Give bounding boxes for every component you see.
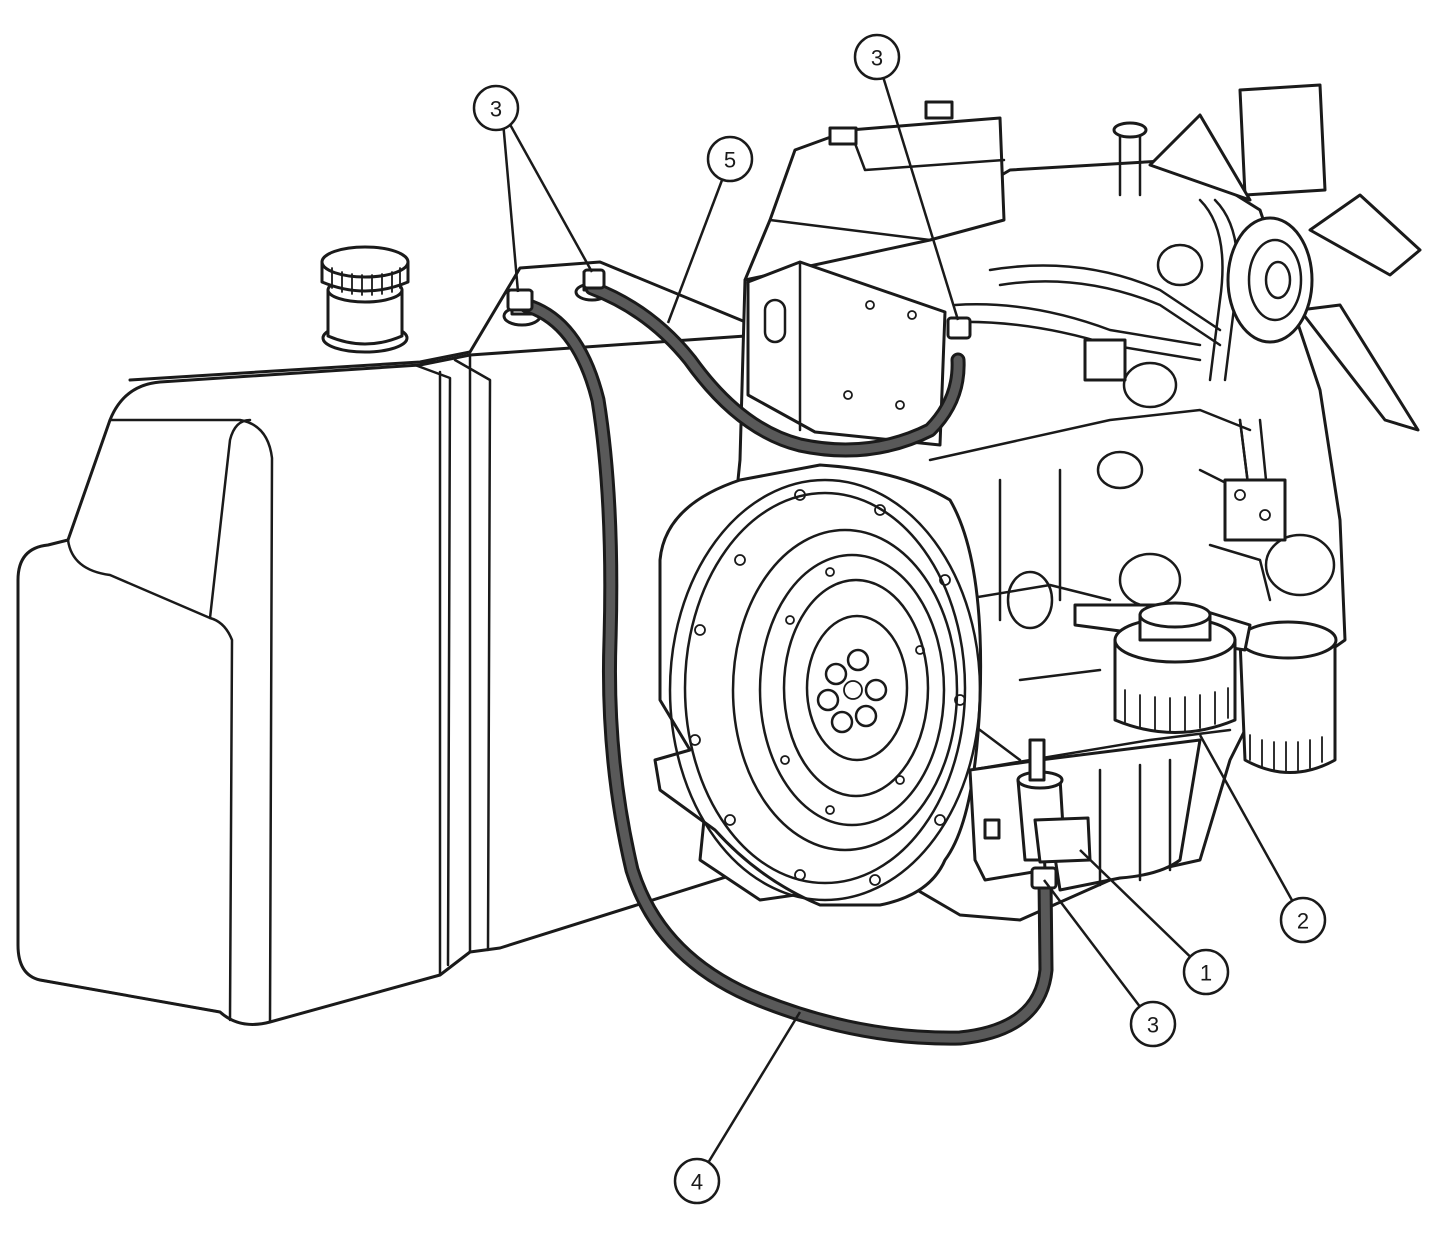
leader-lines xyxy=(500,56,1305,1182)
callout-3-engine: 3 xyxy=(853,33,901,81)
callout-3-pump: 3 xyxy=(1129,1000,1177,1048)
callout-2-label: 2 xyxy=(1297,909,1309,934)
flywheel-housing xyxy=(653,463,983,907)
governor-linkage xyxy=(1208,418,1287,602)
callout-3-pump-label: 3 xyxy=(1147,1013,1159,1038)
engine-bracket xyxy=(746,260,947,447)
filler-cap xyxy=(320,245,410,354)
callout-4-label: 4 xyxy=(691,1170,703,1195)
callout-3-engine-label: 3 xyxy=(871,46,883,71)
oil-pan xyxy=(1038,738,1202,892)
oil-filter xyxy=(1238,620,1338,774)
fuel-filter xyxy=(1073,601,1252,734)
callout-3-tank: 3 xyxy=(472,84,520,132)
callout-1: 1 xyxy=(1182,948,1230,996)
cooling-fan xyxy=(1148,83,1422,432)
hose-clamps xyxy=(506,268,1058,890)
callout-5-label: 5 xyxy=(724,148,736,173)
callout-3-tank-label: 3 xyxy=(490,97,502,122)
callout-1-label: 1 xyxy=(1200,961,1212,986)
fuel-tank xyxy=(16,245,782,1026)
callout-4: 4 xyxy=(673,1157,721,1205)
callout-5: 5 xyxy=(706,135,754,183)
air-box xyxy=(743,100,1006,282)
return-hose xyxy=(584,280,966,458)
fuel-pump xyxy=(968,738,1092,882)
supply-hose xyxy=(517,297,1054,1046)
callout-2: 2 xyxy=(1279,896,1327,944)
